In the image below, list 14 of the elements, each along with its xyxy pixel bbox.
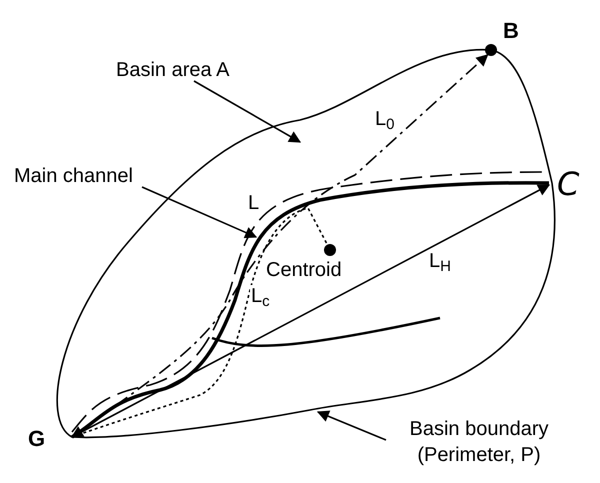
point-label: G (28, 422, 72, 448)
edge-label: L$_{c}$ (250, 285, 271, 307)
boundary-label: Basin boundary (Perimeter, P) (386, 416, 572, 470)
leader-arrow (316, 410, 386, 441)
centroid-label: Centroid (266, 258, 342, 283)
area-label: Basin area A (116, 55, 274, 81)
edge-label: L$_{H}$ (428, 250, 452, 272)
point-label: C (549, 160, 593, 198)
channel-label: Main channel (14, 161, 174, 187)
leader-arrow (194, 80, 302, 143)
edge-label: L$_{0}$ (374, 108, 396, 130)
point-label: B (503, 17, 519, 45)
dotted-curve (72, 207, 328, 438)
leader-arrow (142, 186, 258, 238)
